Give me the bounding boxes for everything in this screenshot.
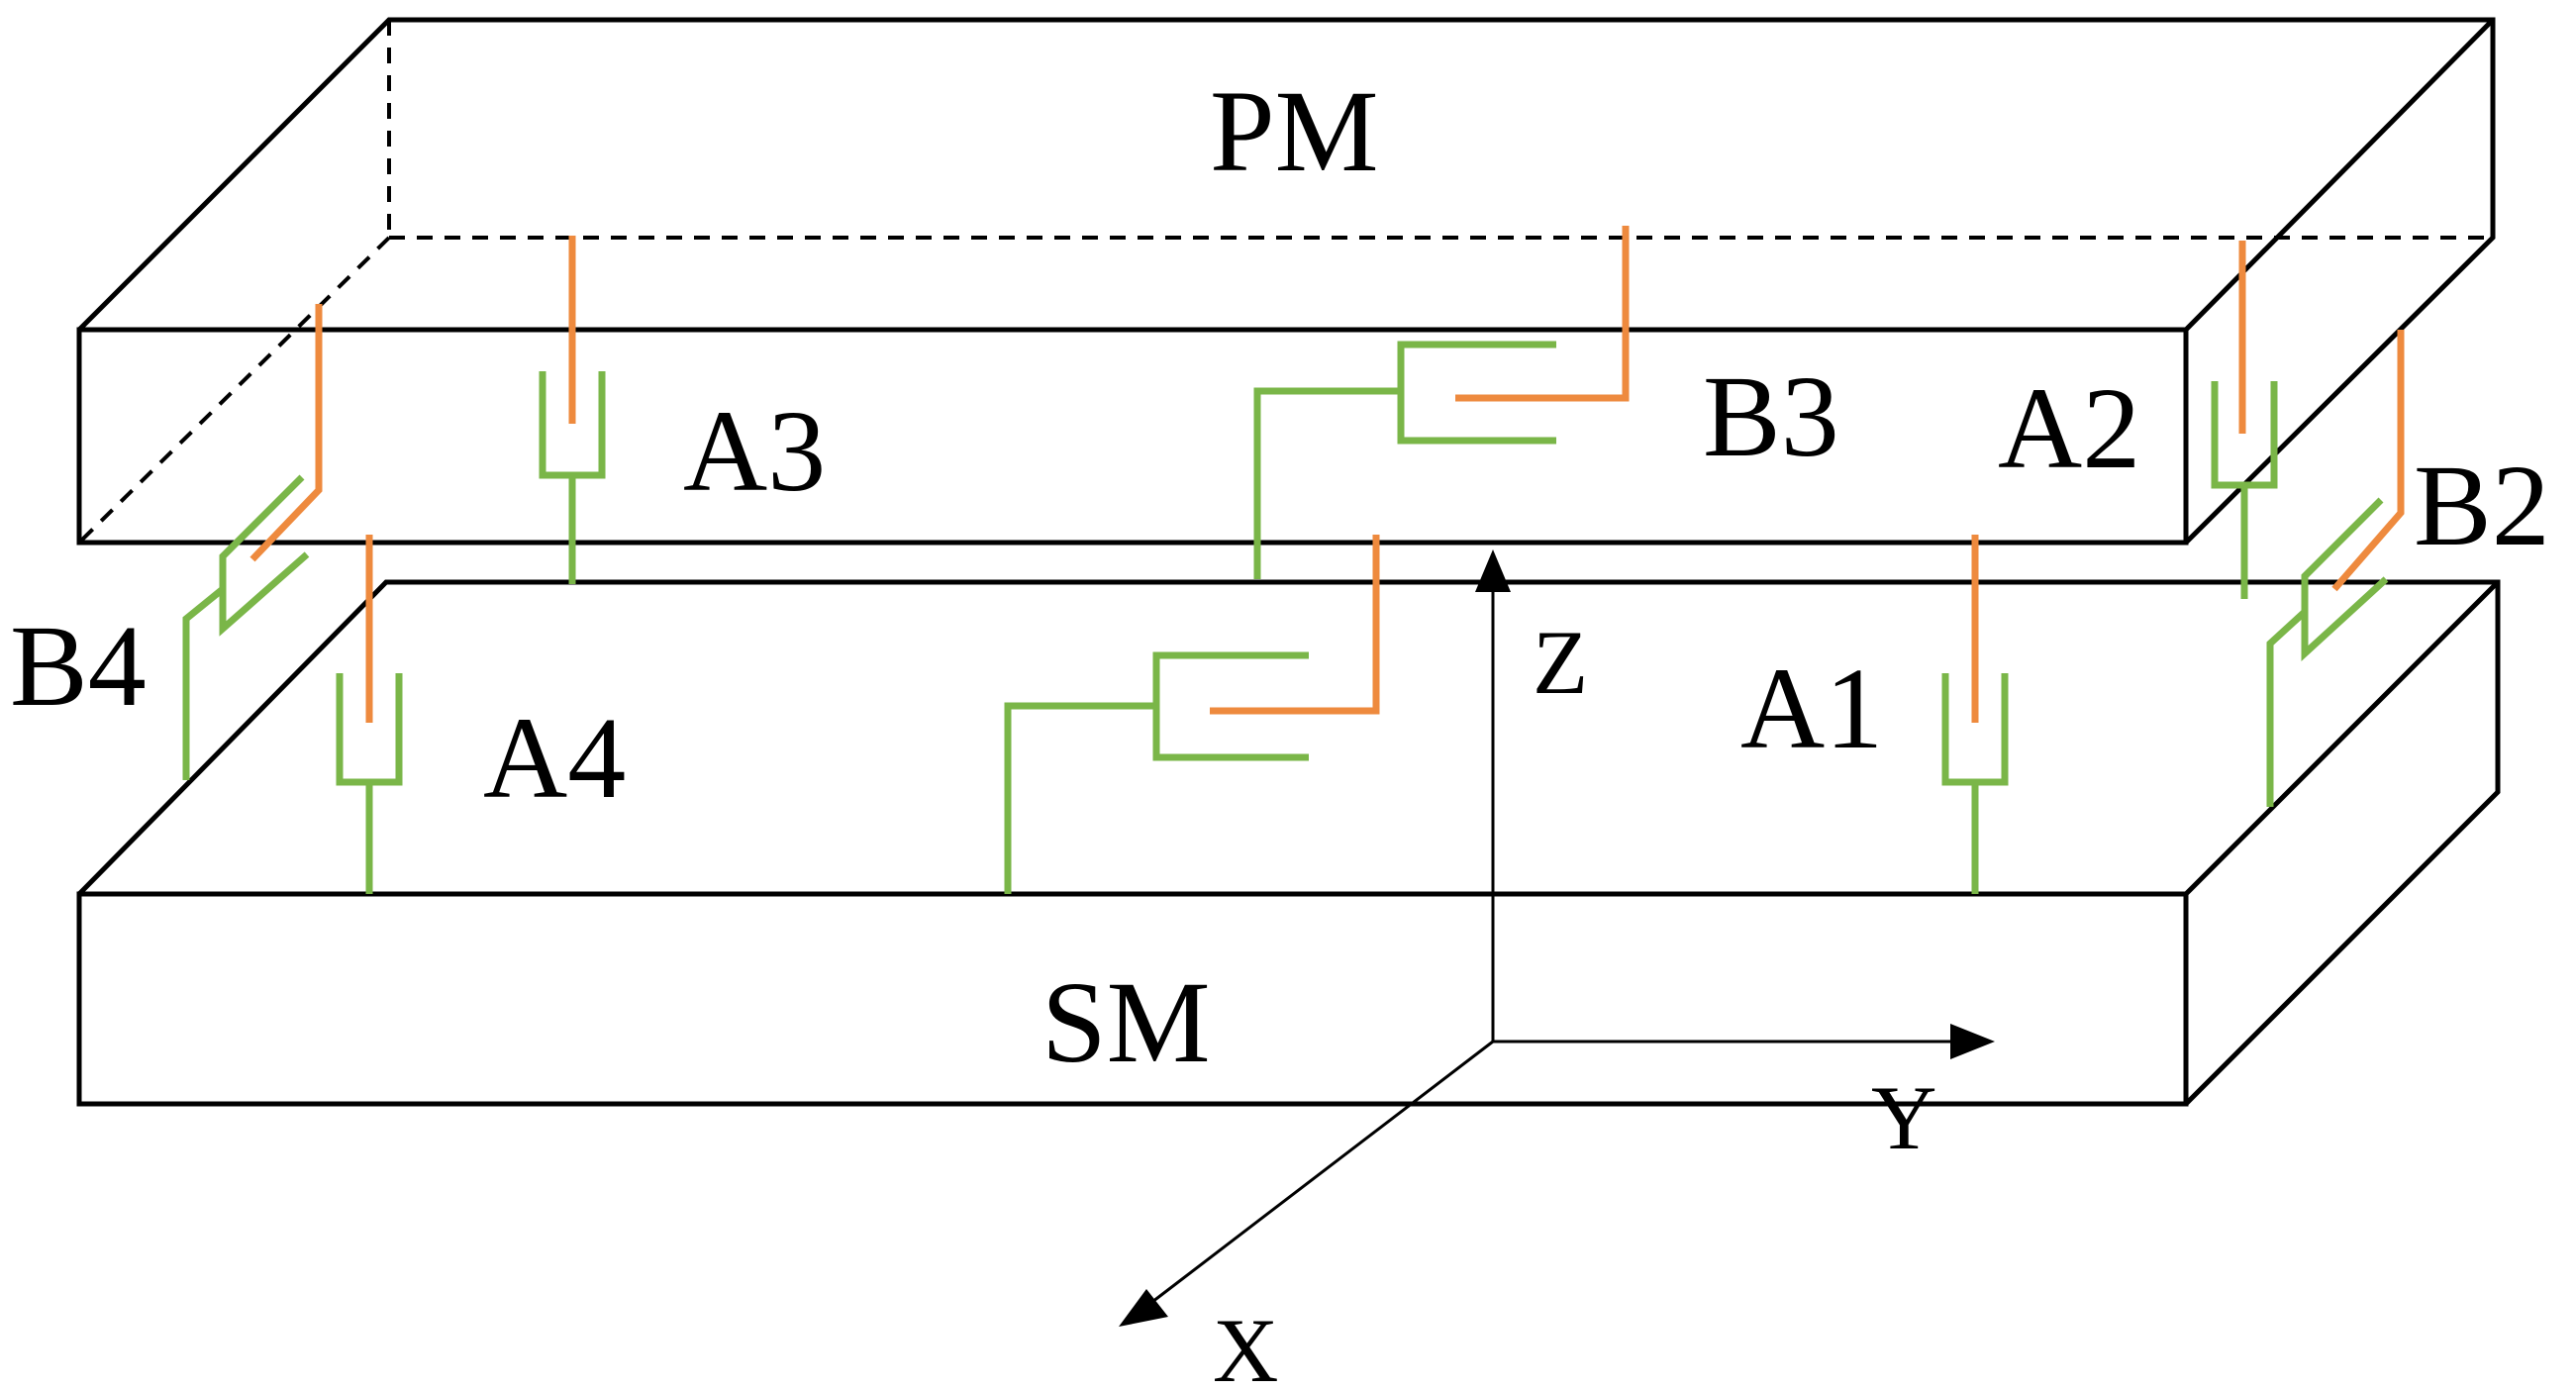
leg-b4 <box>182 304 323 780</box>
center-green-fork <box>1152 651 1309 761</box>
b4-orange-rod <box>249 304 323 562</box>
coordinate-axes <box>1119 549 1995 1327</box>
b3-green-rod <box>1253 387 1401 579</box>
y-axis-label: Y <box>1871 1067 1936 1168</box>
b4-label: B4 <box>10 601 147 731</box>
b2-green-rod <box>2266 609 2308 807</box>
a2-label: A2 <box>1998 363 2140 493</box>
sm-top-right-edge <box>2184 580 2500 896</box>
pm-block <box>76 17 2496 546</box>
leg-a3 <box>539 236 606 584</box>
leg-b3 <box>1253 226 1630 579</box>
leg-center-lower <box>1004 535 1380 894</box>
b2-orange-rod <box>2331 330 2405 592</box>
center-orange-rod <box>1210 535 1380 715</box>
sm-top-face <box>77 579 2501 1106</box>
b4-green-fork <box>219 474 310 637</box>
b3-green-fork <box>1397 341 1556 445</box>
x-axis-label: X <box>1213 1300 1278 1391</box>
b4-green-rod <box>182 586 226 780</box>
sm-block <box>76 579 2501 1107</box>
b2-label: B2 <box>2414 441 2550 570</box>
pm-top-right-edge <box>2184 18 2495 332</box>
pm-hidden-edge-diagonal <box>77 236 391 545</box>
center-green-rod <box>1004 702 1156 894</box>
z-axis-label: Z <box>1533 612 1588 713</box>
a4-label: A4 <box>483 693 626 823</box>
leg-a1 <box>1941 535 2009 894</box>
x-axis-arrowhead <box>1119 1289 1168 1327</box>
a1-label: A1 <box>1740 644 1883 773</box>
pm-label: PM <box>1210 66 1379 196</box>
leg-a2 <box>2211 241 2278 599</box>
b3-orange-rod <box>1455 226 1630 402</box>
leg-b2 <box>2266 330 2405 807</box>
a3-label: A3 <box>683 386 826 516</box>
z-axis-arrowhead <box>1475 549 1511 592</box>
leg-a4 <box>336 535 403 894</box>
sm-label: SM <box>1041 957 1211 1087</box>
b3-label: B3 <box>1703 351 1839 481</box>
pm-front-face <box>76 327 2189 546</box>
y-axis-arrowhead <box>1950 1024 1995 1059</box>
x-axis <box>1147 1040 1494 1307</box>
sm-front-face <box>76 891 2189 1107</box>
